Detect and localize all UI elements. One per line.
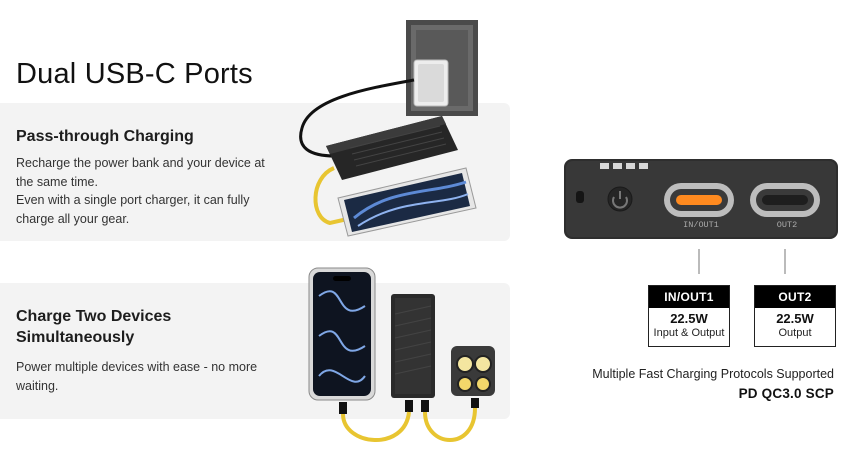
two-devices-description: Power multiple devices with ease - no mo… [16, 360, 258, 393]
port-spec-in-out1: IN/OUT1 22.5W Input & Output [648, 285, 730, 347]
protocols-block: Multiple Fast Charging Protocols Support… [592, 367, 834, 401]
two-devices-illustration [308, 267, 495, 442]
page-title: Dual USB-C Ports [16, 58, 253, 90]
port-spec-mode: Output [778, 327, 812, 339]
pass-through-description: Recharge the power bank and your device … [16, 156, 265, 226]
port-2-device-label: OUT2 [776, 220, 798, 230]
port-spec-mode: Input & Output [653, 327, 725, 339]
pass-through-illustration [299, 20, 478, 237]
protocols-list: PD QC3.0 SCP [738, 386, 834, 401]
port-spec-power: 22.5W [670, 311, 708, 326]
port-1-device-label: IN/OUT1 [683, 220, 719, 230]
ports-closeup-illustration [564, 159, 838, 274]
protocols-caption: Multiple Fast Charging Protocols Support… [592, 367, 834, 381]
pass-through-heading: Pass-through Charging [16, 128, 194, 145]
two-devices-heading: Charge Two Devices Simultaneously [16, 308, 172, 346]
port-spec-out2: OUT2 22.5W Output [754, 285, 836, 347]
port-spec-name: OUT2 [755, 286, 835, 308]
port-spec-name: IN/OUT1 [649, 286, 729, 308]
port-spec-power: 22.5W [776, 311, 814, 326]
